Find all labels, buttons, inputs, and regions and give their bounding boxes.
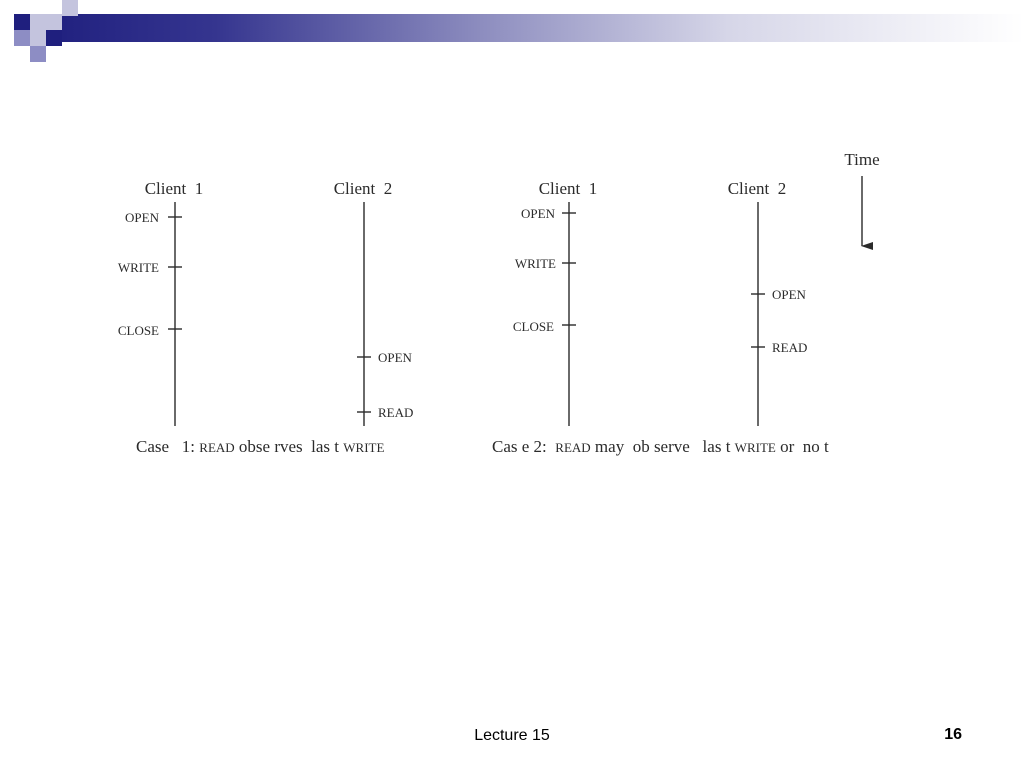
case1-diagram: Client 1 Client 2 OPEN WRITE CLOSE OPEN … (118, 179, 414, 456)
case2-client2-label: Client 2 (728, 179, 787, 198)
case1-client2-read-label: READ (378, 405, 413, 420)
case2-client1-label: Client 1 (539, 179, 598, 198)
header-gradient-bar (38, 14, 1024, 42)
case1-caption-read: READ (199, 440, 234, 455)
case2-caption-read: READ (555, 440, 590, 455)
header-square-decoration (14, 14, 30, 30)
slide-page-number: 16 (944, 726, 962, 743)
header-square-decoration (30, 30, 46, 46)
case1-caption-middle: obse rves las t (235, 437, 344, 456)
case2-client2-read-label: READ (772, 340, 807, 355)
header-square-decoration (62, 0, 78, 16)
case2-client2-open-label: OPEN (772, 287, 807, 302)
header-square-decoration (46, 14, 62, 30)
case1-client1-label: Client 1 (145, 179, 204, 198)
case1-caption-prefix: Case 1: (136, 437, 199, 456)
header-square-decoration (46, 30, 62, 46)
case2-caption-prefix: Cas e 2: (492, 437, 555, 456)
case2-client1-close-label: CLOSE (513, 319, 554, 334)
case2-caption-write: WRITE (735, 440, 776, 455)
case1-caption: Case 1: READ obse rves las t WRITE (136, 437, 384, 456)
case2-caption: Cas e 2: READ may ob serve las t WRITE o… (492, 437, 829, 456)
case2-client1-write-label: WRITE (515, 256, 556, 271)
case1-client1-open-label: OPEN (125, 210, 160, 225)
header-square-decoration (14, 30, 30, 46)
header-square-decoration (30, 46, 46, 62)
case1-caption-write: WRITE (343, 440, 384, 455)
case2-caption-suffix: or no t (776, 437, 829, 456)
case1-client1-write-label: WRITE (118, 260, 159, 275)
time-label: Time (844, 150, 879, 169)
case1-client1-close-label: CLOSE (118, 323, 159, 338)
case1-client2-label: Client 2 (334, 179, 393, 198)
case2-caption-middle: may ob serve las t (591, 437, 735, 456)
header-square-decoration (30, 14, 46, 30)
case1-client2-open-label: OPEN (378, 350, 413, 365)
case2-client1-open-label: OPEN (521, 206, 556, 221)
slide-footer: Lecture 15 (474, 727, 550, 744)
case2-diagram: Client 1 Client 2 OPEN WRITE CLOSE OPEN … (492, 179, 829, 456)
